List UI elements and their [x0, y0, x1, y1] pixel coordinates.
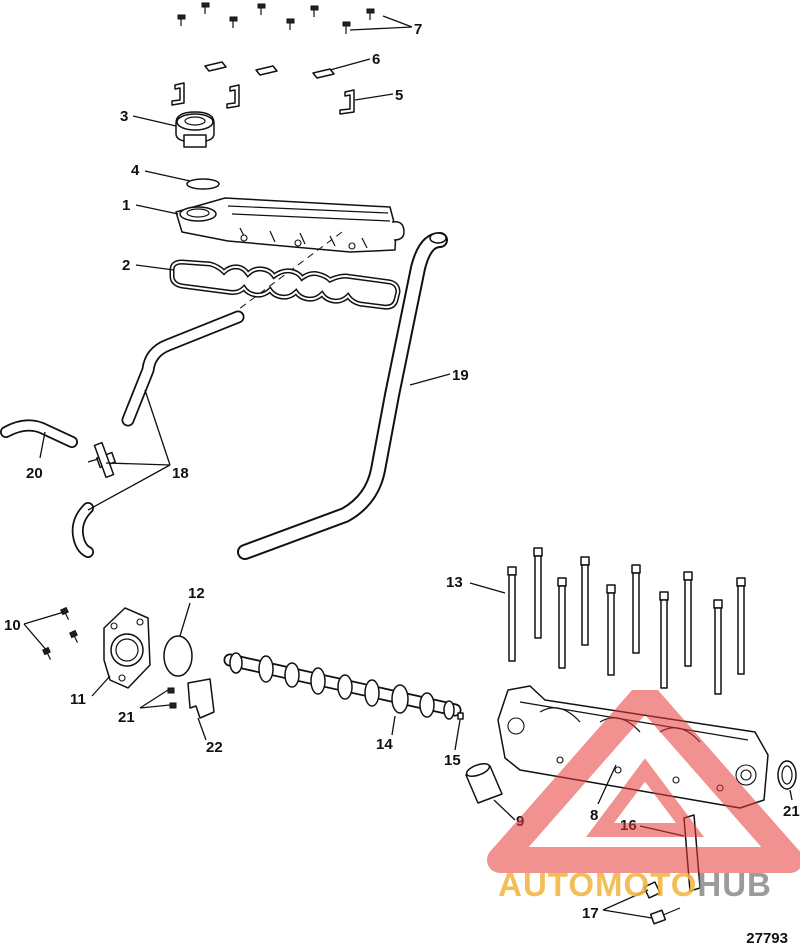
callout-14: 14 [376, 736, 393, 753]
valve-cover-gasket [169, 259, 401, 310]
cover-screws-10 [42, 606, 79, 660]
callout-13: 13 [446, 574, 463, 591]
callout-20: 20 [26, 465, 43, 482]
tappet-9 [465, 763, 503, 804]
cover-bolts [177, 2, 375, 34]
brackets [171, 82, 355, 115]
plate-22 [187, 678, 215, 719]
callout-5: 5 [395, 87, 403, 104]
callout-21-right: 21 [783, 803, 800, 820]
hose-20 [0, 419, 78, 448]
callout-15: 15 [444, 752, 461, 769]
callout-17: 17 [582, 905, 599, 922]
callout-19: 19 [452, 367, 469, 384]
bolts-17 [643, 881, 681, 925]
camshaft-housing-8 [497, 685, 769, 809]
o-ring-12 [163, 635, 193, 677]
vent-hose-18 [121, 310, 245, 427]
head-bolts-13 [507, 547, 746, 695]
breather-hose-19 [237, 232, 448, 560]
callout-4: 4 [131, 162, 140, 179]
dowel-pin-15 [457, 712, 464, 720]
vent-hose-18-lower [71, 502, 94, 558]
callout-7: 7 [414, 21, 422, 38]
callout-16: 16 [620, 817, 637, 834]
callout-18: 18 [172, 465, 189, 482]
callout-1: 1 [122, 197, 130, 214]
cap-o-ring [186, 178, 220, 190]
callout-10: 10 [4, 617, 21, 634]
seal-21 [777, 760, 797, 790]
callout-21-left: 21 [118, 709, 135, 726]
camshaft-14 [223, 652, 462, 720]
callout-2: 2 [122, 257, 130, 274]
tee-fitting [87, 441, 116, 479]
bracket-16 [683, 814, 701, 892]
retainer-plates [204, 61, 335, 79]
callout-22: 22 [206, 739, 223, 756]
diagram-number: 27793 [746, 930, 788, 947]
callout-6: 6 [372, 51, 380, 68]
camshaft-cover-11 [103, 607, 151, 689]
valve-cover [175, 197, 405, 253]
callout-3: 3 [120, 108, 128, 125]
callout-8: 8 [590, 807, 598, 824]
callout-11: 11 [70, 691, 86, 708]
oil-fill-cap [175, 111, 215, 148]
callout-9: 9 [516, 813, 524, 830]
callout-12: 12 [188, 585, 205, 602]
